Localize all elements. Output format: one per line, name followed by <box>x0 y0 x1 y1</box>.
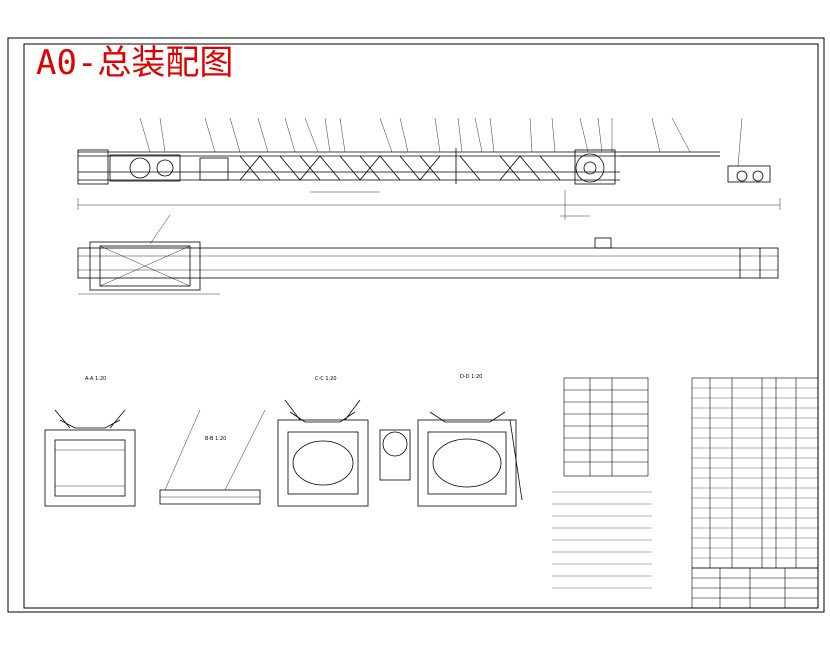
drawing-title: A0-总装配图 <box>36 43 233 83</box>
title-block <box>691 567 819 609</box>
section-a: A-A 1:20 <box>44 376 136 507</box>
inner-border <box>23 43 819 609</box>
truss-frame <box>239 148 561 184</box>
elevation-view <box>77 117 781 220</box>
section-b-label: B-B 1:20 <box>205 436 226 442</box>
section-b: B-B 1:20 <box>159 409 266 505</box>
section-c-label: C-C 1:20 <box>315 376 337 382</box>
section-d: D-D 1:20 <box>379 374 523 507</box>
technical-requirements-table <box>552 377 652 589</box>
section-c: C-C 1:20 <box>277 376 369 507</box>
section-d-label: D-D 1:20 <box>460 374 482 380</box>
outer-border <box>7 37 825 613</box>
parts-list <box>691 377 819 569</box>
plan-view <box>77 214 779 295</box>
section-a-label: A-A 1:20 <box>85 376 106 382</box>
